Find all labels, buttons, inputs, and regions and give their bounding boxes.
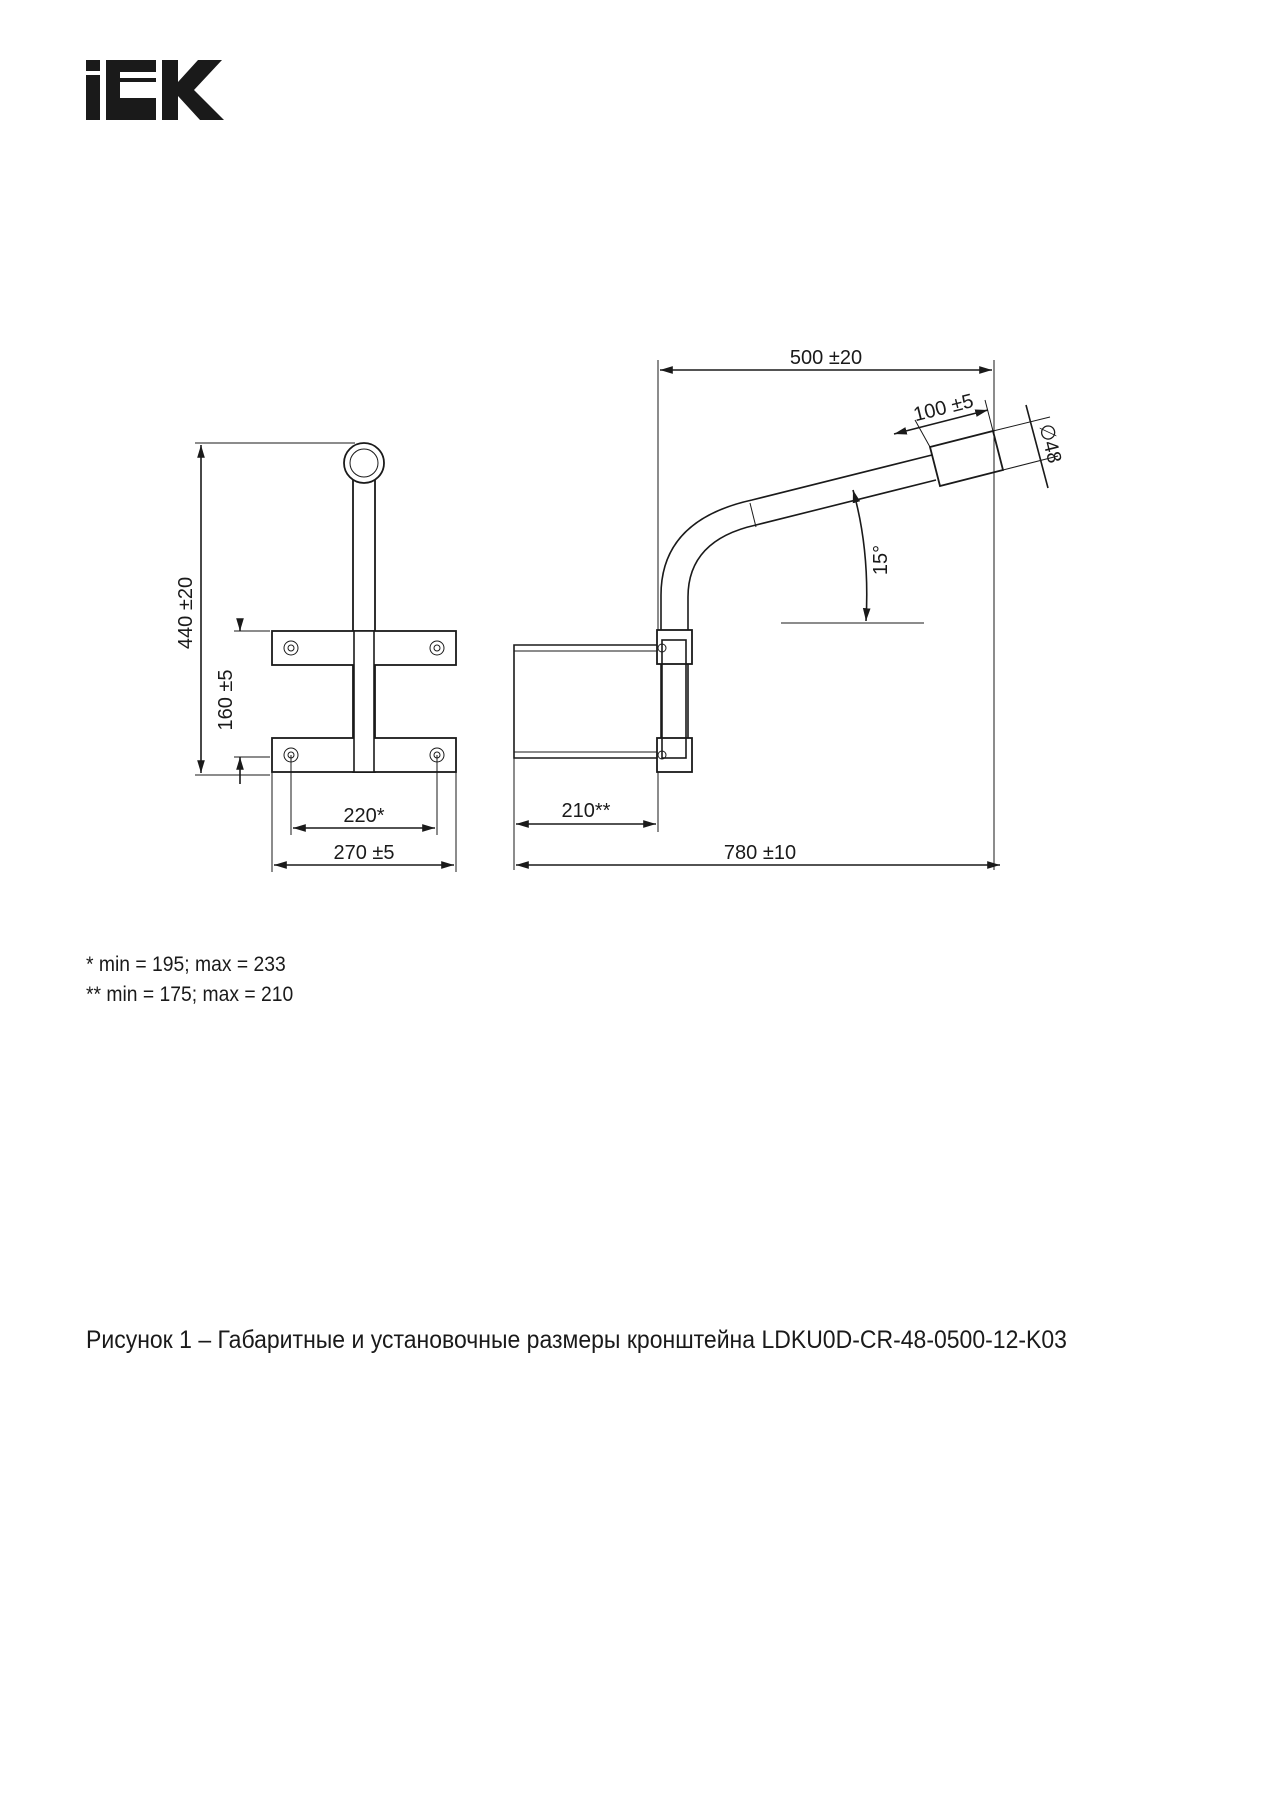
dim-plate-width: 270 ±5	[333, 842, 394, 864]
dim-hole-spacing: 220*	[343, 805, 384, 827]
dim-arm-reach: 500 ±20	[790, 347, 862, 369]
footnotes: * min = 195; max = 233 ** min = 175; max…	[86, 950, 293, 1010]
dim-angle: 15°	[870, 545, 892, 575]
iek-logo	[86, 60, 224, 120]
dim-height-total: 440 ±20	[175, 577, 197, 649]
dim-clamp-depth: 210**	[562, 800, 611, 822]
footnote-1: * min = 195; max = 233	[86, 953, 286, 976]
dim-mount-spacing: 160 ±5	[215, 669, 237, 730]
dim-overall-length: 780 ±10	[724, 842, 796, 864]
footnote-2: ** min = 175; max = 210	[86, 983, 294, 1006]
figure-caption: Рисунок 1 – Габаритные и установочные ра…	[86, 1326, 1067, 1354]
dim-diameter: ∅48	[1034, 422, 1065, 466]
front-view	[195, 442, 457, 872]
side-view	[513, 360, 1059, 870]
